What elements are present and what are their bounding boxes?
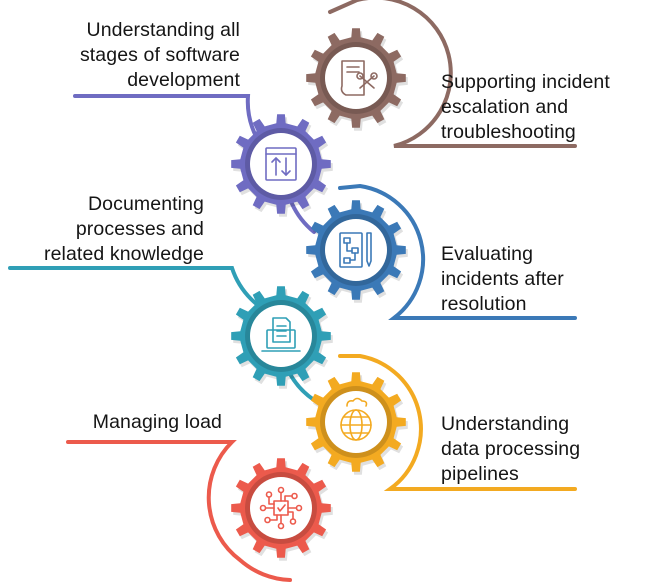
gear-6 xyxy=(306,372,408,475)
network-chip-icon xyxy=(259,486,303,530)
tools-document-icon xyxy=(340,60,378,96)
laptop-document-icon xyxy=(261,317,301,352)
connector-4 xyxy=(338,183,577,320)
gear-2 xyxy=(306,28,408,131)
step-label-managing-load: Managing load xyxy=(92,411,222,433)
connector-2 xyxy=(328,0,577,148)
step-label-understanding-pipelines: Understanding data processing pipelines xyxy=(441,413,581,485)
arrows-updown-icon xyxy=(265,147,297,181)
step-label-evaluating-incidents: Evaluating incidents after resolution xyxy=(441,243,564,315)
gear-3 xyxy=(231,286,333,389)
gear-4 xyxy=(306,200,408,303)
connector-6 xyxy=(338,354,577,491)
gear-5 xyxy=(231,458,333,561)
step-label-understanding-stages: Understanding all stages of software dev… xyxy=(79,19,240,91)
globe-cloud-icon xyxy=(340,397,372,441)
connector-5 xyxy=(66,440,292,582)
step-label-supporting-escalation: Supporting incident escalation and troub… xyxy=(441,71,610,143)
flowchart-pencil-icon xyxy=(339,232,372,268)
step-label-documenting-processes: Documenting processes and related knowle… xyxy=(44,193,204,265)
gear-1 xyxy=(231,114,333,217)
